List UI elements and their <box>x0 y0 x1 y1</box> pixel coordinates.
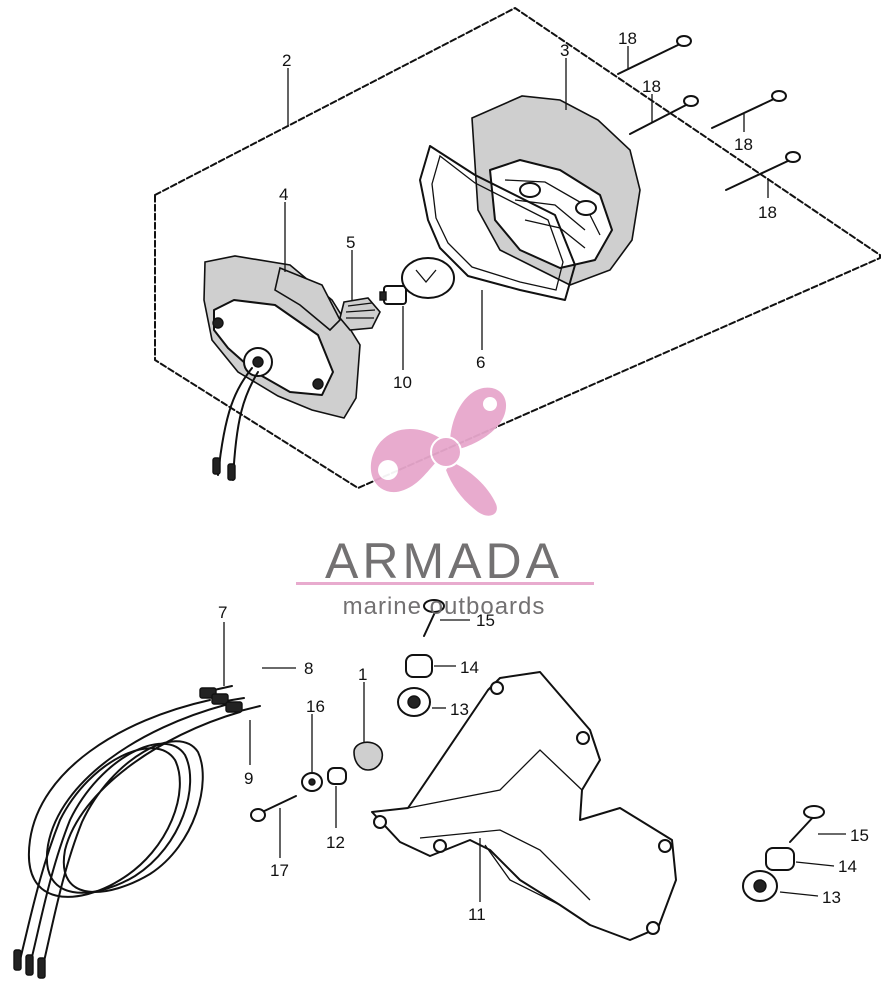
callout-18-d: 18 <box>758 203 777 222</box>
callout-4: 4 <box>279 185 288 204</box>
callout-9: 9 <box>244 769 253 788</box>
callout-10: 10 <box>393 373 412 392</box>
callout-18-c: 18 <box>734 135 753 154</box>
callout-15-b: 15 <box>850 826 869 845</box>
callout-14-b: 14 <box>838 857 857 876</box>
callout-1: 1 <box>358 665 367 684</box>
light-bulb <box>379 257 455 305</box>
callout-12: 12 <box>326 833 345 852</box>
taillight-assembly-boundary <box>154 7 881 489</box>
callout-18-b: 18 <box>642 77 661 96</box>
callout-15-a: 15 <box>476 611 495 630</box>
taillight-housing <box>203 255 361 419</box>
callout-numbers: 2 3 4 5 6 10 18 18 18 18 7 8 9 16 1 12 1… <box>218 29 869 924</box>
callout-7: 7 <box>218 603 227 622</box>
callout-leader-lines <box>223 46 846 902</box>
taillight-lens <box>471 95 641 286</box>
callout-13-b: 13 <box>822 888 841 907</box>
callout-17: 17 <box>270 861 289 880</box>
callout-3: 3 <box>560 41 569 60</box>
housing-wire-leads <box>212 367 259 481</box>
callout-11: 11 <box>468 905 486 924</box>
mounting-hardware-right <box>397 599 825 902</box>
callout-18-a: 18 <box>618 29 637 48</box>
logo-brand-name: ARMADA <box>325 533 563 589</box>
armada-logo: ARMADA marine outboards <box>296 387 594 620</box>
callout-13-a: 13 <box>450 700 469 719</box>
bulb-socket <box>339 297 381 331</box>
callout-16: 16 <box>306 697 325 716</box>
propeller-icon <box>370 387 507 516</box>
callout-2: 2 <box>282 51 291 70</box>
callout-8: 8 <box>304 659 313 678</box>
lens-gasket <box>419 145 576 301</box>
lens-screws <box>617 35 801 191</box>
mounting-bracket <box>371 671 677 941</box>
callout-6: 6 <box>476 353 485 372</box>
mounting-hardware-left <box>250 741 384 822</box>
wire-harness <box>13 685 261 979</box>
logo-tagline: marine outboards <box>343 593 546 620</box>
callout-14-a: 14 <box>460 658 479 677</box>
callout-5: 5 <box>346 233 355 252</box>
